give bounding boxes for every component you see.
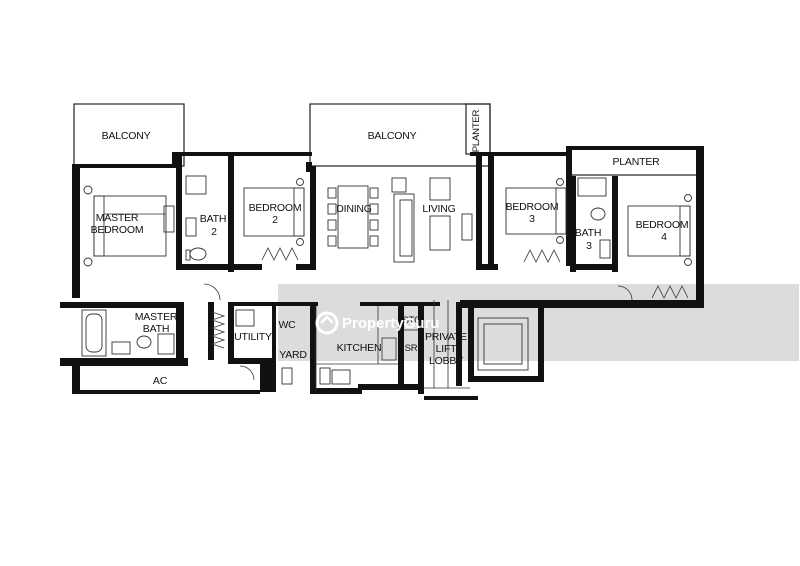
watermark-logo-icon: [315, 311, 339, 335]
label-master-bedroom-2: BEDROOM: [91, 224, 144, 236]
label-lift-lobby-2: LIFT: [436, 343, 458, 355]
label-utility: UTILITY: [234, 331, 272, 343]
interior-lines: [315, 300, 470, 390]
label-bath3-2: 3: [586, 240, 592, 252]
walls: [60, 146, 704, 400]
watermark-text: PropertyGuru: [342, 315, 440, 332]
label-yard: YARD: [279, 349, 307, 361]
watermark: PropertyGuru: [315, 311, 440, 335]
sofa-icon: [391, 177, 473, 263]
label-master-bath-2: BATH: [143, 323, 169, 335]
label-master-bath-1: MASTER: [135, 311, 178, 323]
bed-bedroom2-icon: [243, 178, 305, 261]
label-sr: SR: [405, 343, 418, 354]
label-lift-lobby-1: PRIVATE: [425, 331, 467, 343]
label-bath2-1: BATH: [200, 213, 226, 225]
toilet-bath3-icon: [577, 177, 611, 259]
label-bath2-2: 2: [211, 226, 217, 238]
label-lift-lobby-3: LOBBY: [429, 355, 463, 367]
label-bedroom4-1: BEDROOM: [636, 219, 689, 231]
bathtub-icon: [81, 309, 175, 357]
label-bedroom2-2: 2: [272, 214, 278, 226]
utility-fixtures-icon: [203, 283, 633, 385]
label-bedroom2-1: BEDROOM: [249, 202, 302, 214]
bed-bedroom3-icon: [505, 178, 567, 263]
label-wc: WC: [278, 319, 296, 331]
wardrobe-icon: [210, 311, 226, 349]
label-bedroom3-2: 3: [529, 213, 535, 225]
label-planter-top: PLANTER: [471, 109, 482, 152]
label-dining: DINING: [336, 203, 372, 215]
label-living: LIVING: [422, 203, 455, 215]
lift-icon: [477, 317, 529, 371]
label-bath3-1: BATH: [575, 227, 601, 239]
bed-master-icon: [83, 185, 175, 267]
label-kitchen: KITCHEN: [337, 342, 382, 354]
label-master-bedroom-1: MASTER: [96, 212, 139, 224]
room-labels: BALCONY BALCONY PLANTER PLANTER MASTER B…: [91, 109, 689, 387]
toilet-bath2-icon: [185, 175, 207, 261]
label-bedroom3-1: BEDROOM: [506, 201, 559, 213]
label-ac: AC: [153, 375, 168, 387]
label-bedroom4-2: 4: [661, 231, 667, 243]
label-sto: STO: [403, 315, 422, 326]
label-planter-right: PLANTER: [612, 156, 660, 168]
dining-table-icon: [327, 185, 379, 249]
label-balcony-left: BALCONY: [102, 130, 151, 142]
bed-bedroom4-icon: [627, 194, 692, 299]
label-balcony-center: BALCONY: [368, 130, 417, 142]
